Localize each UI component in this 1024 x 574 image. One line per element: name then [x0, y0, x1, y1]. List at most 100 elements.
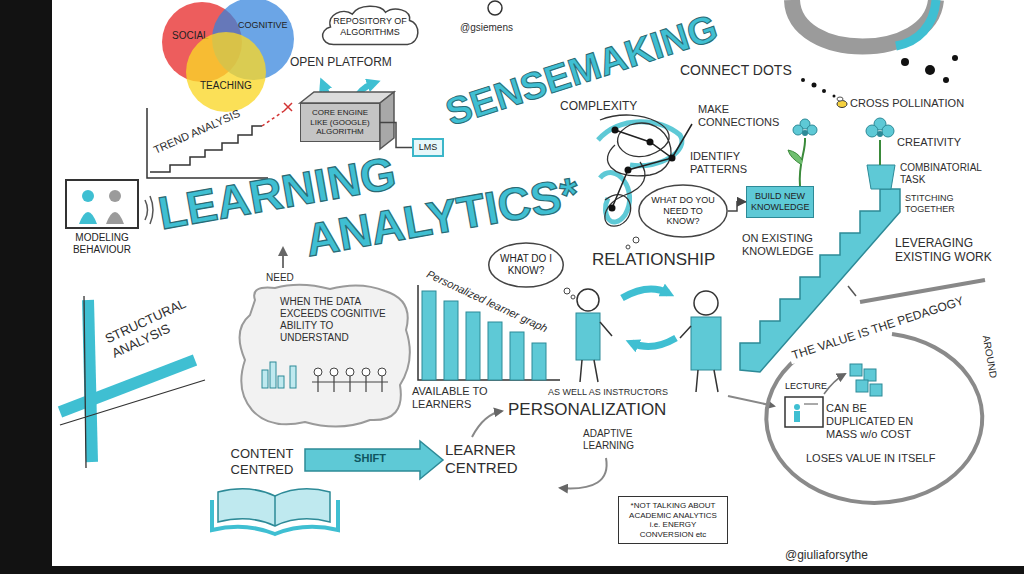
decor-arc — [792, 0, 936, 47]
label-holder: PERSONALIZATION — [508, 400, 688, 420]
note-label: CROSS POLLINATION — [850, 97, 965, 110]
label-holder: CONTENT CENTRED — [222, 446, 302, 477]
loop-arrow — [560, 458, 607, 488]
chart-bar — [466, 312, 480, 380]
cross-mark — [284, 103, 292, 111]
shift-arrow — [305, 441, 443, 479]
label-holder: AS WELL AS INSTRUCTORS — [548, 387, 683, 398]
picture-frame: MODELING BEHAVIOUR — [62, 178, 142, 256]
stick-figure — [580, 322, 612, 382]
need-arrow — [282, 248, 284, 268]
note-label: CONTENT CENTRED — [222, 446, 302, 477]
stick-figure — [691, 317, 721, 370]
trend-line — [262, 111, 284, 126]
stick-figure — [694, 291, 718, 315]
bubble-tail — [564, 288, 570, 294]
picture-frame — [66, 180, 138, 228]
person-icon — [106, 212, 124, 224]
mini-bar — [290, 366, 296, 388]
note-label: CREATIVITY — [897, 136, 972, 149]
chart-bar — [510, 332, 524, 380]
label-holder: WHEN THE DATA EXCEEDS COGNITIVE ABILITY … — [280, 296, 400, 344]
thought-bubble: WHAT DO I KNOW? — [488, 242, 564, 288]
mini-bar — [262, 370, 268, 388]
note-label: WHEN THE DATA EXCEEDS COGNITIVE ABILITY … — [280, 296, 400, 344]
dot — [833, 95, 836, 98]
person-icon — [312, 376, 388, 392]
connector — [728, 202, 746, 211]
pointer-arrow — [824, 374, 845, 394]
label-holder: CREATIVITY — [897, 136, 972, 149]
author-handle: @giuliaforsythe — [785, 548, 905, 562]
dot — [812, 83, 817, 88]
node-text: TEACHING — [200, 80, 266, 92]
loop-arrow — [472, 411, 502, 437]
label-holder: AROUND — [980, 334, 1001, 385]
flower — [882, 125, 894, 137]
copy-square — [864, 369, 876, 381]
box-face — [300, 92, 394, 103]
face-icon — [488, 1, 502, 15]
person-icon — [794, 411, 800, 422]
note-label: COMPLEXITY — [560, 99, 645, 113]
label-holder: LEARNER CENTRED — [445, 441, 550, 477]
person-icon — [794, 404, 800, 410]
bubble-tail — [571, 295, 575, 299]
flower — [879, 140, 881, 165]
note-box: *NOT TALKING ABOUT ACADEMIC ANALYTICS i.… — [618, 496, 728, 544]
note-label: SHIFT — [350, 452, 390, 465]
flower-pot — [867, 165, 895, 189]
flower — [788, 150, 802, 165]
knowledge-box: BUILD NEW KNOWLEDGE — [746, 186, 814, 218]
note-label: COMBINATORIAL TASK — [900, 162, 992, 186]
person-icon — [314, 368, 322, 376]
label-holder: COMPLEXITY — [560, 99, 645, 113]
note-label: RELATIONSHIP — [592, 250, 732, 270]
note-label: LEVERAGING EXISTING WORK — [895, 236, 995, 265]
note-label: THE VALUE IS THE PEDAGOGY — [787, 292, 969, 365]
note-label: MAKE CONNECTIONS — [698, 103, 793, 129]
book — [274, 496, 276, 526]
author-handle: @gsiemens — [460, 22, 535, 34]
label-holder: CAN BE DUPLICATED EN MASS w/o COST — [826, 402, 926, 442]
label-holder: ON EXISTING KNOWLEDGE — [742, 232, 814, 258]
dot — [822, 89, 826, 93]
note-label: ON EXISTING KNOWLEDGE — [742, 232, 814, 258]
wave-mark — [150, 196, 153, 224]
flower — [807, 125, 817, 135]
connector — [380, 122, 412, 147]
flower — [793, 125, 803, 135]
chart-bar — [488, 322, 502, 380]
node-text: LMS — [416, 142, 440, 153]
note-label: TREND ANALYSIS — [152, 104, 249, 157]
chart-bar — [422, 291, 436, 380]
cloud-outline — [323, 6, 418, 44]
scribble — [605, 162, 645, 226]
label-holder: @gsiemens — [460, 22, 535, 34]
note-label: NEED — [266, 272, 302, 284]
chart-bar — [532, 343, 546, 380]
flower — [866, 125, 878, 137]
bee — [837, 101, 847, 108]
person-icon — [362, 368, 370, 376]
note-label: AS WELL AS INSTRUCTORS — [548, 387, 683, 398]
label-holder: STITCHING TOGETHER — [905, 193, 980, 215]
dot — [925, 65, 935, 75]
cycle-arrow — [632, 338, 676, 347]
tick-mark — [848, 286, 856, 296]
book — [218, 489, 330, 526]
label-holder: THE VALUE IS THE PEDAGOGY — [787, 292, 969, 365]
cloud-box: REPOSITORY OF ALGORITHMS — [318, 4, 422, 50]
person-icon — [79, 212, 97, 224]
bee — [837, 97, 843, 101]
note-label: IDENTIFY PATTERNS — [690, 150, 762, 176]
label-holder: IDENTIFY PATTERNS — [690, 150, 762, 176]
dot — [901, 58, 909, 66]
bubble-outline — [639, 185, 727, 237]
person-icon — [82, 190, 94, 202]
dot — [625, 167, 632, 174]
label-holder: CROSS POLLINATION — [850, 97, 965, 110]
stick-figure — [577, 289, 599, 311]
bubble-outline — [489, 243, 563, 287]
